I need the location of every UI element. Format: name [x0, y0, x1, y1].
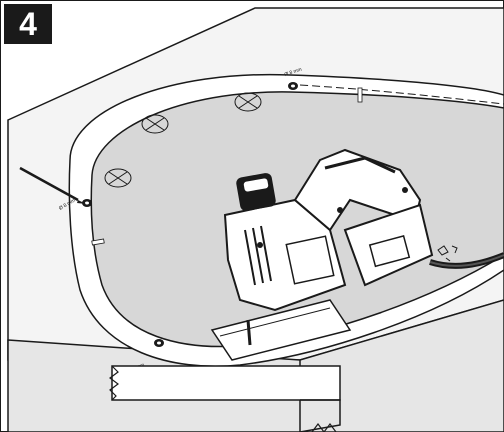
jigsaw-icon: [210, 148, 434, 361]
cut-guide-line: [299, 84, 504, 105]
step-number-badge: 4: [4, 4, 52, 44]
cross-marker: [104, 168, 132, 188]
hole-diameter-label: Ø 8 mm: [284, 67, 303, 78]
sawdust: [437, 245, 458, 262]
cross-marker: [234, 92, 262, 112]
drill-hole: [154, 339, 164, 347]
countertop-section: [109, 365, 341, 432]
drill-hole: [288, 82, 298, 90]
template-tab: [91, 238, 105, 246]
template-tab: [357, 87, 363, 103]
cross-marker: [141, 114, 169, 134]
pencil-icon: [19, 166, 86, 204]
drill-hole: [82, 199, 92, 207]
